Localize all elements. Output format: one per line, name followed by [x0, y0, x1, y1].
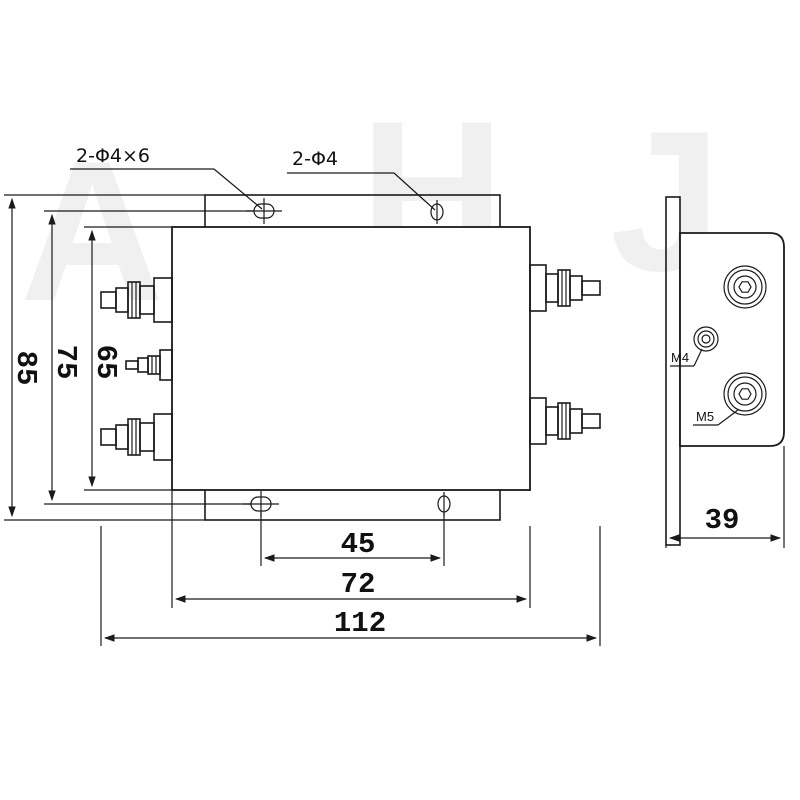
left-terminal-top — [100, 277, 173, 323]
side-stud-top — [723, 265, 767, 309]
front-view: 85 75 65 45 72 112 2-Φ4×6 2-Φ4 — [4, 145, 601, 646]
left-terminal-middle — [125, 349, 173, 381]
side-body — [679, 232, 785, 447]
right-terminal-top — [529, 264, 601, 312]
left-terminal-bottom — [100, 413, 173, 461]
label-m4: M4 — [671, 350, 689, 365]
side-view: M4 M5 39 — [665, 196, 785, 548]
dim-label-85: 85 — [9, 351, 42, 386]
callout-slot-hole: 2-Φ4×6 — [76, 145, 150, 167]
dim-label-39: 39 — [705, 504, 740, 537]
filter-body — [171, 226, 531, 491]
dim-label-112: 112 — [334, 607, 386, 640]
dim-label-72: 72 — [341, 568, 376, 601]
dim-label-65: 65 — [89, 345, 122, 380]
dim-label-45: 45 — [341, 528, 376, 561]
dim-label-75: 75 — [49, 345, 82, 380]
side-stud-m5 — [723, 372, 767, 416]
right-terminal-bottom — [529, 397, 601, 445]
watermark: A H J — [20, 80, 721, 343]
round-hole-top — [430, 200, 444, 224]
side-stud-m4 — [693, 326, 719, 352]
callout-round-hole: 2-Φ4 — [292, 148, 338, 170]
label-m5: M5 — [696, 409, 714, 424]
